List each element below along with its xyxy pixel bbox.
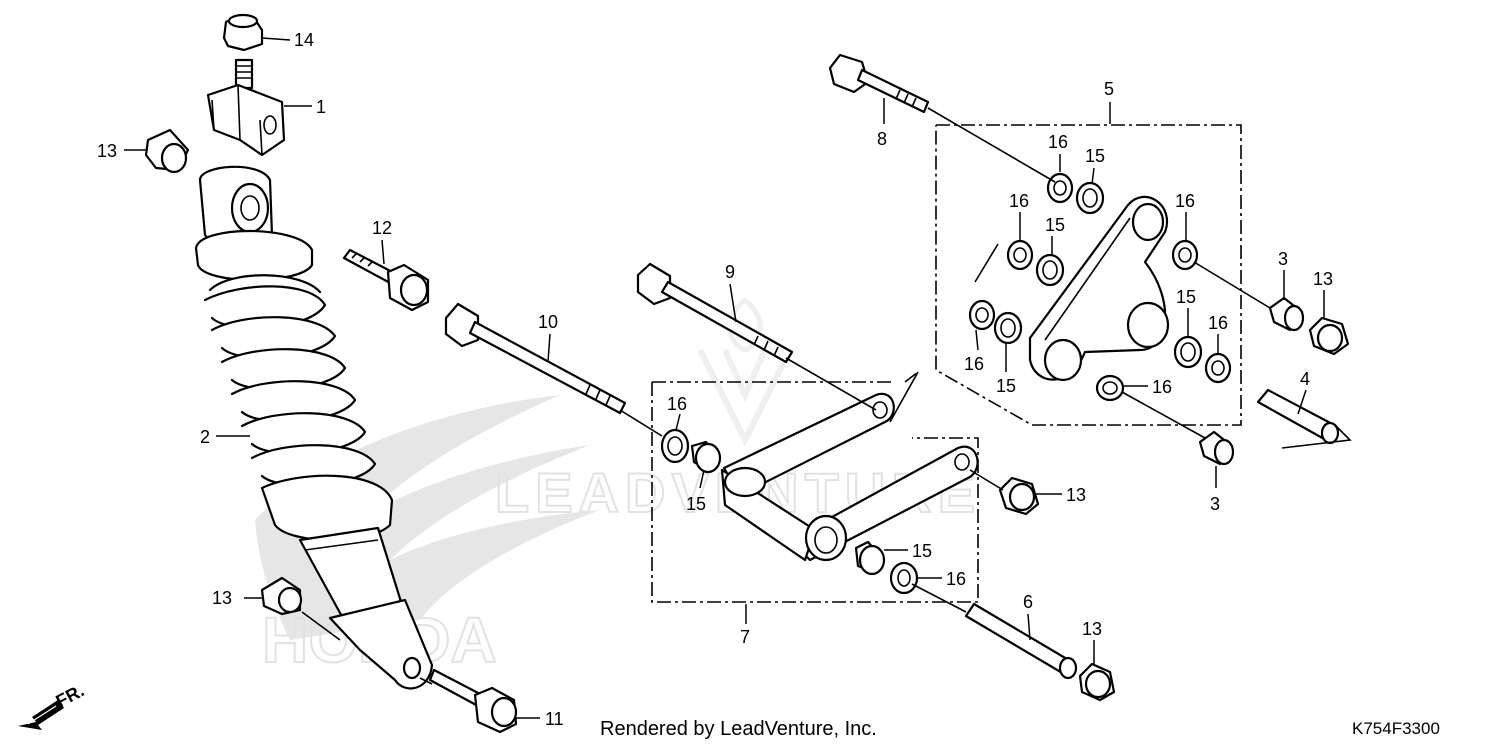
part-2-shock-absorber <box>194 165 434 690</box>
part-5-cushion-arm <box>1028 195 1170 382</box>
part-1-bracket <box>206 58 286 157</box>
callout-3-b: 3 <box>1210 494 1220 514</box>
part-11-bolt <box>428 668 518 734</box>
callout-16-f: 16 <box>1208 313 1228 333</box>
callout-labels: 14 1 13 2 12 10 9 13 11 16 15 13 15 16 7… <box>97 30 1333 729</box>
part-9-bolt <box>636 262 794 364</box>
callout-10: 10 <box>538 312 558 332</box>
part-15-bearing-d <box>1035 253 1065 287</box>
part-12-bolt <box>342 248 430 312</box>
callout-5: 5 <box>1104 79 1114 99</box>
callout-15-d: 15 <box>1045 215 1065 235</box>
part-8-bolt <box>828 53 930 114</box>
callout-16-b: 16 <box>946 569 966 589</box>
callout-12: 12 <box>372 218 392 238</box>
callout-15-f: 15 <box>996 376 1016 396</box>
callout-15-c: 15 <box>1085 146 1105 166</box>
part-13-nut-d <box>1078 662 1116 702</box>
callout-2: 2 <box>200 427 210 447</box>
callout-13-e: 13 <box>1313 269 1333 289</box>
callout-16-g: 16 <box>964 354 984 374</box>
part-7-link <box>720 392 979 562</box>
callout-11: 11 <box>545 709 564 729</box>
rendered-by-caption: Rendered by LeadVenture, Inc. <box>600 718 877 740</box>
part-10-bolt <box>444 302 627 415</box>
part-3-collar-a <box>1268 296 1305 332</box>
part-16-seal-e <box>968 299 996 331</box>
part-6-collar <box>964 602 1078 680</box>
assembly-box-7 <box>651 371 979 603</box>
callout-14: 14 <box>294 30 314 50</box>
part-16-seal-f <box>1171 239 1199 271</box>
part-13-nut-b <box>260 576 303 616</box>
part-16-seal-g <box>1204 352 1232 384</box>
part-13-nut-c <box>998 476 1040 516</box>
part-3-collar-b <box>1198 430 1235 466</box>
part-16-seal-a <box>660 428 690 464</box>
part-15-bearing-e <box>993 311 1023 345</box>
callout-15-e: 15 <box>1176 287 1196 307</box>
part-16-seal-c <box>1046 172 1074 204</box>
callout-15-a: 15 <box>686 494 706 514</box>
callout-13-b: 13 <box>212 588 232 608</box>
diagram-code: K754F3300 <box>1352 719 1440 738</box>
callout-7: 7 <box>740 627 750 647</box>
callout-13-c: 13 <box>1066 485 1086 505</box>
part-14-nut <box>222 13 264 52</box>
callout-4: 4 <box>1300 369 1310 389</box>
part-15-bearing-a <box>690 440 722 474</box>
alignment-lines <box>301 107 1352 685</box>
callout-16-e: 16 <box>1175 191 1195 211</box>
callout-9: 9 <box>725 262 735 282</box>
callout-16-h: 16 <box>1152 377 1172 397</box>
leader-lines <box>124 37 1325 719</box>
part-4-collar <box>1256 388 1340 445</box>
callout-6: 6 <box>1023 592 1033 612</box>
callout-16-c: 16 <box>1048 132 1068 152</box>
assembly-box-5 <box>935 124 1242 426</box>
part-16-seal-b <box>889 561 919 595</box>
callout-1: 1 <box>316 97 326 117</box>
part-16-seal-h <box>1095 374 1125 402</box>
part-15-bearing-f <box>1173 335 1203 369</box>
callout-15-b: 15 <box>912 541 932 561</box>
part-15-bearing-b <box>854 540 886 576</box>
part-16-seal-d <box>1006 239 1034 271</box>
callout-13-a: 13 <box>97 141 117 161</box>
callout-16-a: 16 <box>667 394 687 414</box>
part-15-bearing-c <box>1075 181 1105 215</box>
callout-13-d: 13 <box>1082 619 1102 639</box>
callout-16-d: 16 <box>1009 191 1029 211</box>
part-13-nut-a <box>144 128 190 174</box>
front-direction-arrow: FR. <box>18 680 87 730</box>
callout-3-a: 3 <box>1278 249 1288 269</box>
callout-8: 8 <box>877 129 887 149</box>
part-13-nut-e <box>1308 316 1350 356</box>
